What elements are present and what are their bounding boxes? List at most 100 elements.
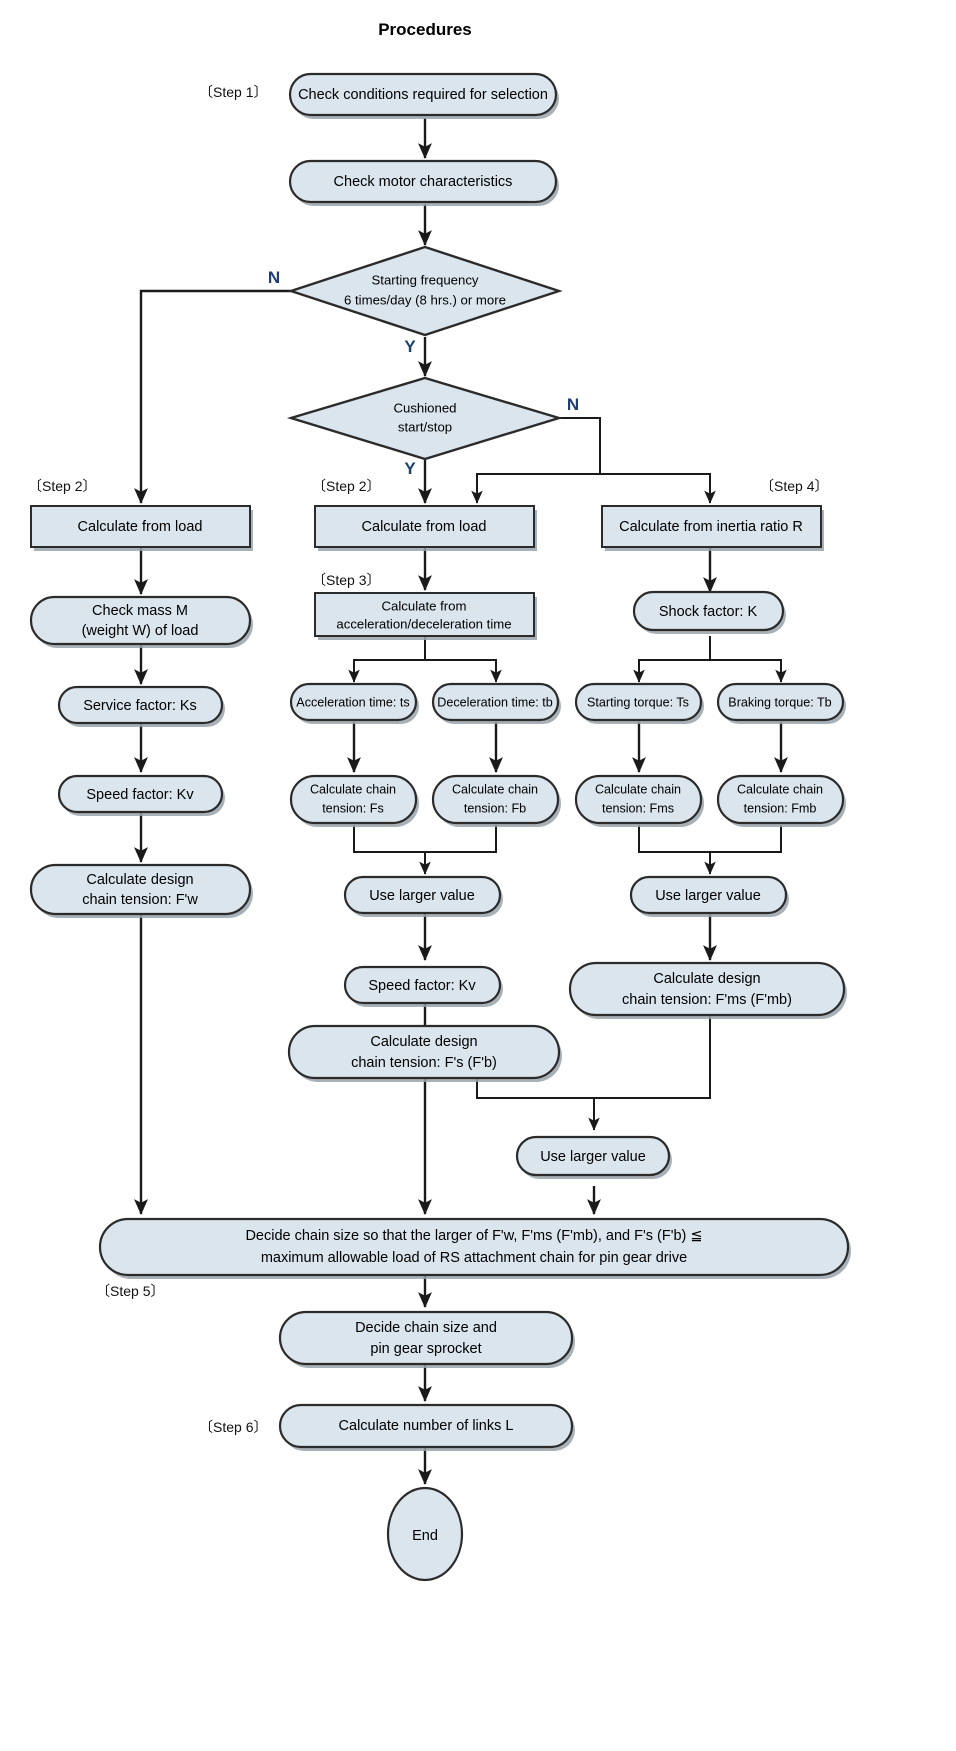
node-chain-tension-fmb-line2: tension: Fmb xyxy=(744,801,817,815)
branch-label-frequency-no: N xyxy=(268,268,280,287)
step-label-6: 〔Step 6〕 xyxy=(199,1419,267,1435)
node-design-tension-fms[interactable]: Calculate design chain tension: F'ms (F'… xyxy=(568,961,847,1019)
node-check-motor[interactable]: Check motor characteristics xyxy=(288,159,559,206)
node-service-factor[interactable]: Service factor: Ks xyxy=(57,685,225,727)
node-use-larger-right-label: Use larger value xyxy=(655,888,761,904)
node-starting-frequency[interactable]: Starting frequency 6 times/day (8 hrs.) … xyxy=(287,245,563,337)
node-speed-factor-left-label: Speed factor: Kv xyxy=(86,787,194,803)
node-calc-links[interactable]: Calculate number of links L xyxy=(278,1403,575,1451)
edge-accel-split-left xyxy=(348,636,426,683)
edge-accel-split-right xyxy=(425,659,502,683)
node-speed-factor-mid-label: Speed factor: Kv xyxy=(368,978,476,994)
node-calc-links-label: Calculate number of links L xyxy=(339,1418,514,1434)
node-calc-from-load-mid[interactable]: Calculate from load xyxy=(314,505,537,551)
step-label-2-mid: 〔Step 2〕 xyxy=(312,478,380,494)
node-calc-from-inertia-label: Calculate from inertia ratio R xyxy=(619,519,803,535)
node-end-label: End xyxy=(412,1528,438,1544)
node-design-tension-fw-line1: Calculate design xyxy=(86,872,193,888)
node-accel-time[interactable]: Acceleration time: ts xyxy=(289,682,419,724)
node-decide-sprocket[interactable]: Decide chain size and pin gear sprocket xyxy=(278,1310,575,1368)
node-starting-frequency-line2: 6 times/day (8 hrs.) or more xyxy=(344,292,506,307)
node-design-tension-fms-line2: chain tension: F'ms (F'mb) xyxy=(622,992,792,1008)
node-end[interactable]: End xyxy=(386,1486,464,1582)
node-calc-from-load-left-label: Calculate from load xyxy=(78,519,203,535)
node-use-larger-mid-label: Use larger value xyxy=(369,888,475,904)
node-chain-tension-fb-line1: Calculate chain xyxy=(452,782,538,796)
node-calc-accel-decel-line1: Calculate from xyxy=(381,598,466,613)
node-decel-time[interactable]: Deceleration time: tb xyxy=(431,682,561,724)
edge-shock-split-left xyxy=(633,636,711,683)
node-calc-from-load-left[interactable]: Calculate from load xyxy=(30,505,253,551)
node-chain-tension-fs-line2: tension: Fs xyxy=(322,801,384,815)
step-label-4: 〔Step 4〕 xyxy=(760,478,828,494)
edge-fb-to-larger xyxy=(425,825,497,853)
node-use-larger-right[interactable]: Use larger value xyxy=(629,875,789,917)
node-starting-torque[interactable]: Starting torque: Ts xyxy=(574,682,704,724)
node-decide-chain-size[interactable]: Decide chain size so that the larger of … xyxy=(98,1217,851,1279)
node-check-mass-line2: (weight W) of load xyxy=(82,623,199,639)
node-decide-sprocket-line1: Decide chain size and xyxy=(355,1320,497,1336)
node-check-mass-line1: Check mass M xyxy=(92,603,188,619)
edge-frequency-no xyxy=(134,289,293,504)
node-cushioned-line2: start/stop xyxy=(398,419,452,434)
node-design-tension-fms-line1: Calculate design xyxy=(653,971,760,987)
edge-shock-split-right xyxy=(710,659,787,683)
node-chain-tension-fb[interactable]: Calculate chain tension: Fb xyxy=(431,774,561,827)
node-cushioned[interactable]: Cushioned start/stop xyxy=(286,376,564,461)
node-chain-tension-fs-line1: Calculate chain xyxy=(310,782,396,796)
node-design-tension-fs-line2: chain tension: F's (F'b) xyxy=(351,1055,497,1071)
page-title: Procedures xyxy=(378,20,472,39)
node-service-factor-label: Service factor: Ks xyxy=(83,698,197,714)
node-decide-sprocket-line2: pin gear sprocket xyxy=(370,1341,481,1357)
node-design-tension-fw-line2: chain tension: F'w xyxy=(82,892,198,908)
node-calc-from-load-mid-label: Calculate from load xyxy=(362,519,487,535)
node-accel-time-label: Acceleration time: ts xyxy=(296,695,409,709)
step-label-2-left: 〔Step 2〕 xyxy=(28,478,96,494)
node-starting-frequency-line1: Starting frequency xyxy=(371,272,478,287)
step-label-3: 〔Step 3〕 xyxy=(312,572,380,588)
edge-design-fms-to-larger-bottom xyxy=(594,1016,711,1099)
branch-label-cushioned-no: N xyxy=(567,395,579,414)
edge-fms-to-larger xyxy=(638,825,716,875)
edge-layer xyxy=(134,118,788,1485)
node-design-tension-fs-line1: Calculate design xyxy=(370,1034,477,1050)
node-cushioned-line1: Cushioned xyxy=(393,400,456,415)
node-design-tension-fw[interactable]: Calculate design chain tension: F'w xyxy=(29,863,253,918)
step-label-5: 〔Step 5〕 xyxy=(96,1283,164,1299)
node-braking-torque-label: Braking torque: Tb xyxy=(728,695,831,709)
node-shock-factor[interactable]: Shock factor: K xyxy=(632,590,786,634)
node-check-mass[interactable]: Check mass M (weight W) of load xyxy=(29,595,253,648)
node-calc-accel-decel-line2: acceleration/deceleration time xyxy=(336,616,511,631)
node-decide-chain-size-line1: Decide chain size so that the larger of … xyxy=(245,1228,702,1244)
node-decide-chain-size-line2: maximum allowable load of RS attachment … xyxy=(261,1250,687,1266)
node-chain-tension-fmb-line1: Calculate chain xyxy=(737,782,823,796)
node-chain-tension-fms[interactable]: Calculate chain tension: Fms xyxy=(574,774,704,827)
node-chain-tension-fms-line2: tension: Fms xyxy=(602,801,674,815)
edge-fmb-to-larger xyxy=(710,825,782,853)
node-design-tension-fs[interactable]: Calculate design chain tension: F's (F'b… xyxy=(287,1024,562,1082)
node-braking-torque[interactable]: Braking torque: Tb xyxy=(716,682,846,724)
node-chain-tension-fb-line2: tension: Fb xyxy=(464,801,526,815)
node-decel-time-label: Deceleration time: tb xyxy=(437,695,553,709)
node-chain-tension-fs[interactable]: Calculate chain tension: Fs xyxy=(289,774,419,827)
node-use-larger-bottom-label: Use larger value xyxy=(540,1149,646,1165)
node-chain-tension-fmb[interactable]: Calculate chain tension: Fmb xyxy=(716,774,846,827)
node-calc-accel-decel[interactable]: Calculate from acceleration/deceleration… xyxy=(314,592,537,640)
node-calc-from-inertia[interactable]: Calculate from inertia ratio R xyxy=(601,505,824,551)
node-check-conditions[interactable]: Check conditions required for selection xyxy=(288,72,559,119)
node-use-larger-bottom[interactable]: Use larger value xyxy=(515,1135,672,1179)
node-starting-torque-label: Starting torque: Ts xyxy=(587,695,689,709)
node-shock-factor-label: Shock factor: K xyxy=(659,604,758,620)
edge-cushioned-no-to-inertia xyxy=(600,473,716,504)
node-speed-factor-left[interactable]: Speed factor: Kv xyxy=(57,774,225,816)
node-check-conditions-label: Check conditions required for selection xyxy=(298,87,548,103)
node-check-motor-label: Check motor characteristics xyxy=(334,174,513,190)
step-label-1: 〔Step 1〕 xyxy=(199,84,267,100)
node-speed-factor-mid[interactable]: Speed factor: Kv xyxy=(343,965,503,1007)
edge-fs-to-larger xyxy=(353,825,431,875)
node-chain-tension-fms-line1: Calculate chain xyxy=(595,782,681,796)
edge-design-fs-to-larger-bottom xyxy=(476,1077,600,1131)
node-use-larger-mid[interactable]: Use larger value xyxy=(343,875,503,917)
branch-label-cushioned-yes: Y xyxy=(404,459,416,478)
